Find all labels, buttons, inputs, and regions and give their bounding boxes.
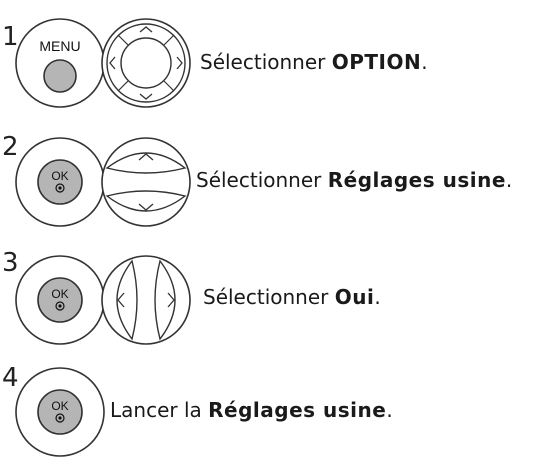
step-instruction: Lancer la Réglages usine. <box>110 398 393 422</box>
instruction-prefix: Sélectionner <box>196 168 328 192</box>
step-number: 2 <box>2 132 19 162</box>
instruction-prefix: Sélectionner <box>203 285 335 309</box>
instruction-suffix: . <box>386 398 393 422</box>
instruction-prefix: Sélectionner <box>200 50 332 74</box>
ok-button-label: OK <box>51 169 68 183</box>
step-number: 3 <box>2 248 19 278</box>
instruction-suffix: . <box>505 168 513 192</box>
instruction-keyword: Réglages usine <box>327 168 506 192</box>
step-number: 4 <box>2 363 19 393</box>
left-right-navigation-icon <box>101 255 191 345</box>
instruction-suffix: . <box>421 50 428 74</box>
ok-button-icon: OK <box>15 367 105 457</box>
step-instruction: Sélectionner OPTION. <box>200 50 428 74</box>
step-instruction: Sélectionner Oui. <box>203 285 381 309</box>
instruction-suffix: . <box>374 285 381 309</box>
instruction-keyword: Oui <box>334 285 375 309</box>
ok-button-icon: OK <box>15 137 105 227</box>
instruction-keyword: OPTION <box>331 50 422 74</box>
step-instruction: Sélectionner Réglages usine. <box>196 168 512 192</box>
menu-button-label: MENU <box>39 38 80 54</box>
four-way-navigation-icon <box>101 18 191 108</box>
ok-button-icon: OK <box>15 255 105 345</box>
up-down-navigation-icon <box>101 137 191 227</box>
menu-button-icon: MENU <box>15 18 105 108</box>
ok-button-label: OK <box>51 287 68 301</box>
step-number: 1 <box>2 22 19 52</box>
step-1: 1 MENU Sélectionner OPTION. <box>0 0 550 110</box>
instruction-keyword: Réglages usine <box>208 398 387 422</box>
ok-button-label: OK <box>51 399 68 413</box>
instruction-prefix: Lancer la <box>110 398 209 422</box>
